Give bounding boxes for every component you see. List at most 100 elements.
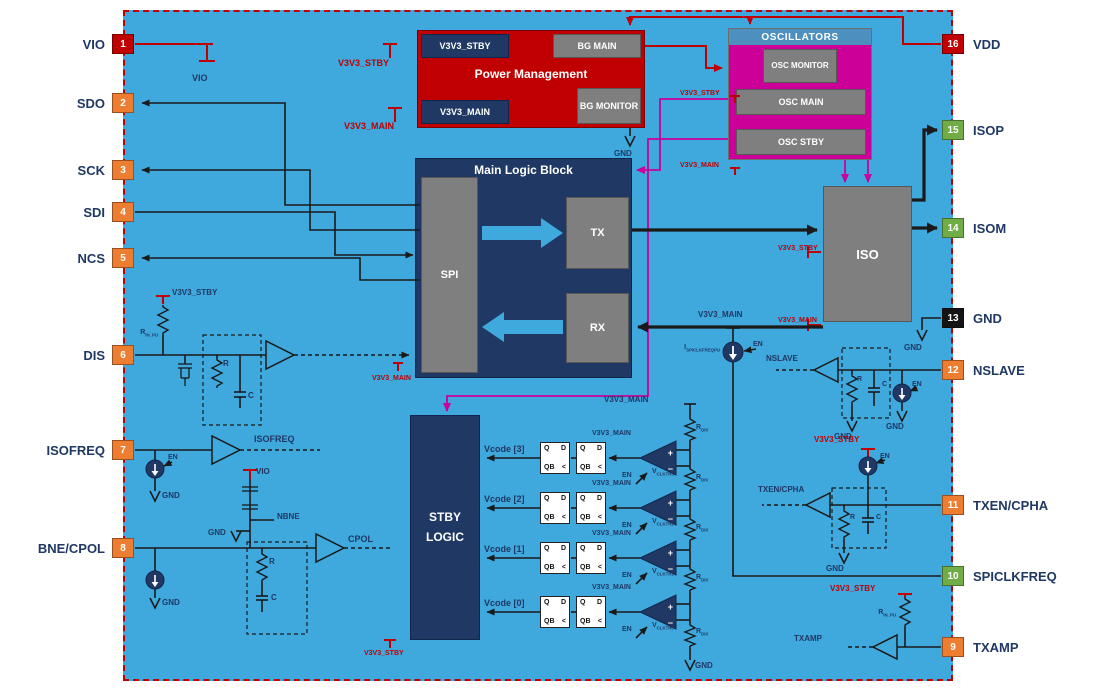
ff-q-label: Q — [580, 495, 586, 502]
ff-clock-label: < — [597, 564, 602, 571]
label-v3v3-stby: V3V3_STBY — [172, 288, 218, 297]
pin-label: GND — [973, 310, 1002, 326]
v-sub: CLKTH3 — [656, 471, 674, 477]
label-txamp: TXAMP — [794, 634, 822, 643]
v3v3-stby-block: V3V3_STBY — [421, 34, 509, 58]
pin-13-gnd: 13 GND — [942, 308, 1002, 328]
label-v3v3-main: V3V3_MAIN — [778, 317, 817, 324]
ff-qb-label: QB — [544, 464, 555, 471]
ff-clock-label: < — [597, 464, 602, 471]
label-gnd: GND — [826, 564, 844, 573]
label-en: EN — [753, 341, 763, 348]
oscillators-title: OSCILLATORS — [729, 29, 871, 45]
label-gnd: GND — [162, 491, 180, 500]
pin-label: VIO — [82, 36, 105, 52]
osc-stby-block: OSC STBY — [736, 129, 866, 155]
ff-qb-label: QB — [580, 618, 591, 625]
ff-qb-label: QB — [544, 514, 555, 521]
label-vclkth2: VCLKTH2 — [652, 518, 674, 527]
bg-main-block: BG MAIN — [553, 34, 641, 58]
ff-clock-label: < — [561, 464, 566, 471]
ff-qb-label: QB — [580, 514, 591, 521]
pin-label: ISOP — [973, 122, 1005, 138]
label-vclkth0: VCLKTH0 — [652, 622, 674, 631]
label-c: C — [882, 381, 888, 388]
power-management-block: Power Management V3V3_STBY BG MAIN V3V3_… — [417, 30, 645, 128]
pin-number: 3 — [112, 160, 134, 180]
v-sub: CLKTH1 — [656, 571, 674, 577]
ff-d-label: D — [560, 599, 566, 606]
pin-number: 9 — [942, 637, 964, 657]
label-nslave: NSLAVE — [766, 354, 798, 363]
ff-q-label: Q — [580, 445, 586, 452]
r-base: R — [696, 424, 702, 431]
label-en: EN — [168, 454, 178, 461]
pin-number: 1 — [112, 34, 134, 54]
pin-label: DIS — [83, 347, 105, 363]
pin-label: TXAMP — [973, 639, 1019, 655]
pin-number: 11 — [942, 495, 964, 515]
label-v3v3-main: V3V3_MAIN — [592, 430, 631, 437]
label-vcode3: Vcode [3] — [484, 444, 525, 454]
label-nbne: NBNE — [277, 512, 300, 521]
label-v3v3-main: V3V3_MAIN — [680, 162, 719, 169]
ff-clock-label: < — [597, 514, 602, 521]
pin-label: SDO — [76, 95, 105, 111]
label-rdiv: RDIV — [696, 628, 708, 637]
ff-q-label: Q — [544, 495, 550, 502]
ff-clock-label: < — [561, 564, 566, 571]
ff-clock-label: < — [561, 618, 566, 625]
label-txen-cpha: TXEN/CPHA — [758, 485, 805, 494]
r-sub: DIV — [701, 631, 709, 637]
label-rdiv: RDIV — [696, 424, 708, 433]
ff-qb-label: QB — [580, 464, 591, 471]
pin-number: 12 — [942, 360, 964, 380]
pin-number: 10 — [942, 566, 964, 586]
bg-monitor-block: BG MONITOR — [577, 88, 641, 124]
label-v3v3-main: V3V3_MAIN — [372, 375, 411, 382]
label-gnd: GND — [208, 528, 226, 537]
label-vcode0: Vcode [0] — [484, 598, 525, 608]
pin-label: TXEN/CPHA — [973, 497, 1049, 513]
rx-block: RX — [566, 293, 629, 363]
pin-label: BNE/CPOL — [37, 540, 105, 556]
r-sub: DIV — [701, 427, 709, 433]
pin-number: 8 — [112, 538, 134, 558]
pin-number: 2 — [112, 93, 134, 113]
r-sub: DIV — [701, 527, 709, 533]
pin-label: SCK — [77, 162, 105, 178]
r-base: R — [696, 524, 702, 531]
osc-monitor-block: OSC MONITOR — [763, 49, 837, 83]
label-vcode1: Vcode [1] — [484, 544, 525, 554]
label-ispiclkfreqpu: ISPICLKFREQPU — [640, 344, 720, 353]
label-en: EN — [622, 522, 632, 529]
label-v3v3-stby: V3V3_STBY — [338, 58, 390, 68]
label-v3v3-main: V3V3_MAIN — [592, 480, 631, 487]
pin-number: 5 — [112, 248, 134, 268]
oscillators-block: OSCILLATORS OSC MONITOR OSC MAIN OSC STB… — [728, 28, 872, 160]
label-cpol: CPOL — [348, 534, 374, 544]
label-isofreq: ISOFREQ — [254, 434, 295, 444]
label-v3v3-stby: V3V3_STBY — [830, 584, 876, 593]
pin-number: 7 — [112, 440, 134, 460]
pin-label: VDD — [973, 36, 1001, 52]
main-logic-block: Main Logic Block SPI TX RX — [415, 158, 632, 378]
r-base: R — [696, 574, 702, 581]
pin-1-vio: VIO 1 — [0, 34, 134, 54]
ff-qb-label: QB — [544, 618, 555, 625]
label-vio: VIO — [256, 467, 270, 476]
pin-number: 13 — [942, 308, 964, 328]
r-sub: DIV — [701, 477, 709, 483]
